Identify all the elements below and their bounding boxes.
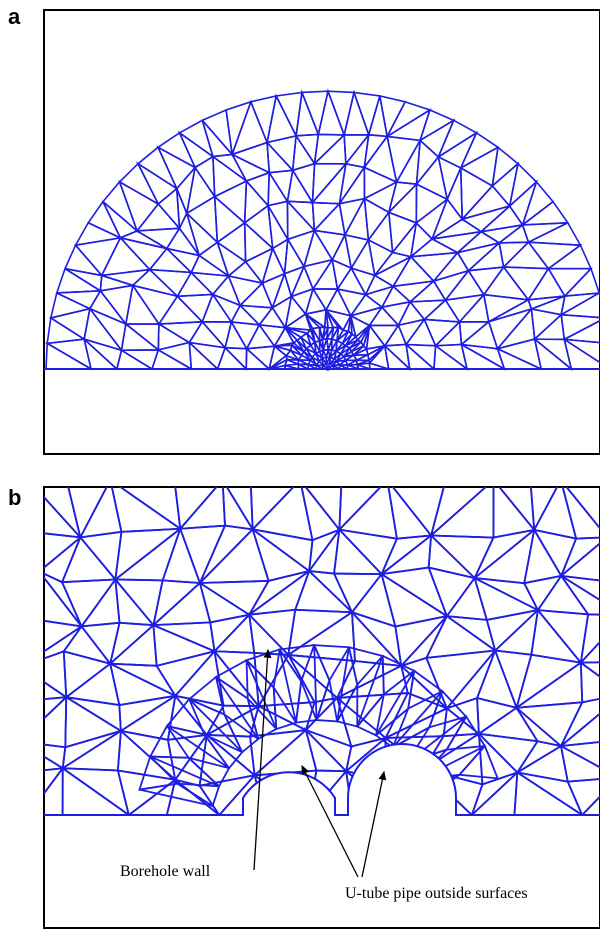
panel-b-frame xyxy=(43,486,600,929)
panel-b-mesh: Borehole wall U-tube pipe outside surfac… xyxy=(43,486,600,929)
panel-a-label: a xyxy=(8,4,21,29)
pipe-outline-boundary xyxy=(44,743,600,816)
u-tube-arrow-right xyxy=(361,770,387,878)
panel-b-label: b xyxy=(8,485,22,510)
borehole-wall-arrow xyxy=(253,648,272,871)
u-tube-arrow-left xyxy=(301,764,359,878)
u-tube-surfaces-label: U-tube pipe outside surfaces xyxy=(345,885,528,902)
panel-a-mesh xyxy=(43,9,600,455)
borehole-wall-label: Borehole wall xyxy=(120,863,211,880)
